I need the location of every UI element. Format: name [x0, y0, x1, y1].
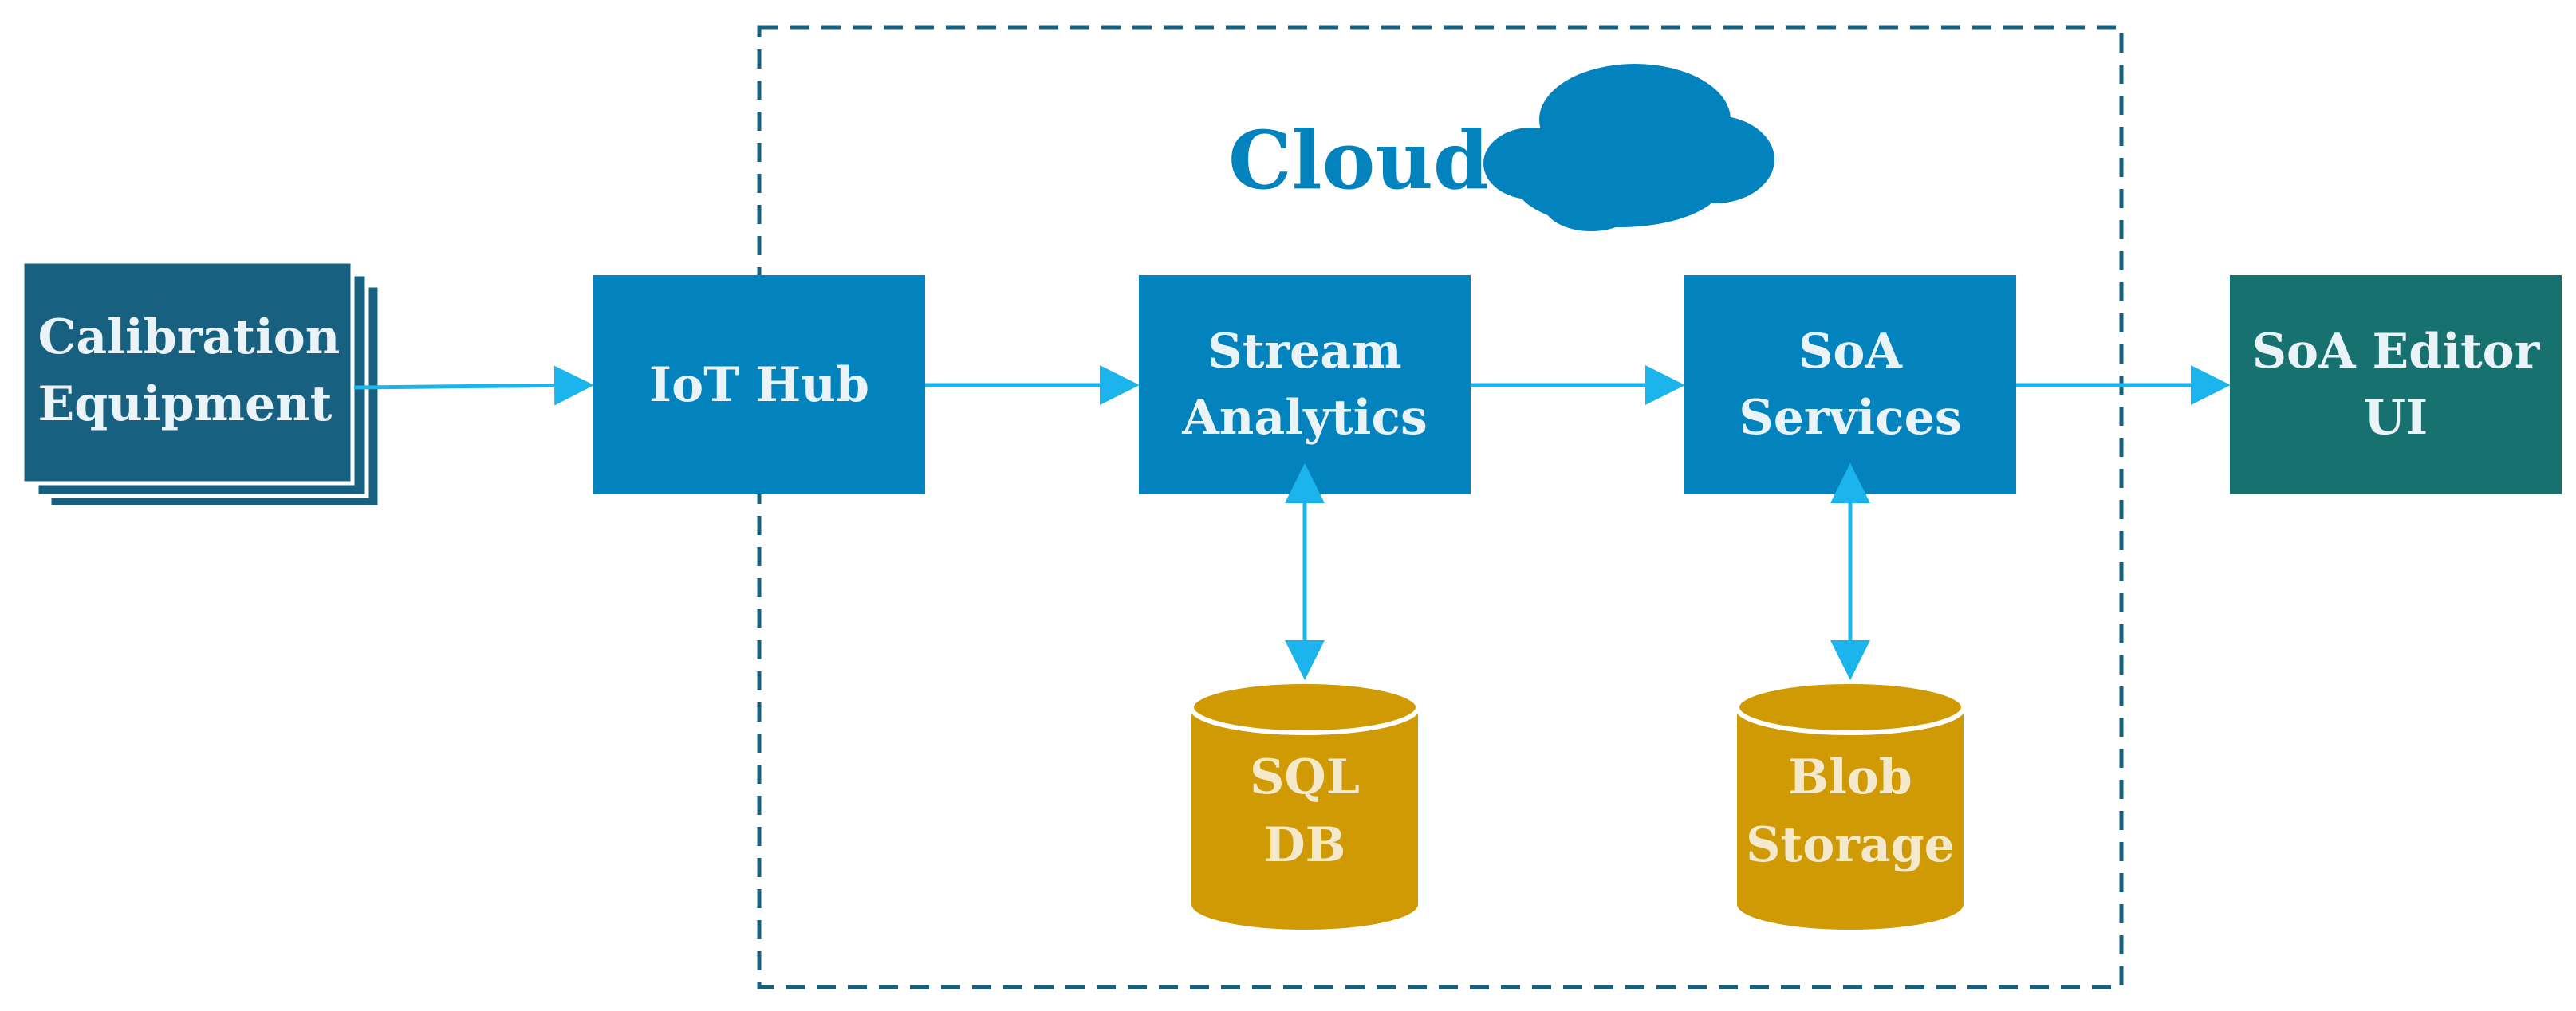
- iot-hub-node: IoT Hub: [593, 275, 925, 494]
- soa-services-label-line2: Services: [1739, 390, 1961, 446]
- stream-analytics-node: Stream Analytics: [1139, 275, 1471, 494]
- cloud-icon: [1483, 64, 1774, 231]
- sql-db-node: SQL DB: [1189, 679, 1420, 930]
- soa-services-node: SoA Services: [1684, 275, 2016, 494]
- cloud-boundary: [757, 25, 2124, 989]
- soa-editor-label-line2: UI: [2364, 390, 2428, 446]
- blob-storage-label-line2: Storage: [1746, 817, 1955, 873]
- sql-db-top: [1189, 679, 1420, 735]
- arrow-calibration-to-iot-hub: [353, 365, 594, 406]
- sql-db-body: [1191, 707, 1418, 930]
- soa-editor-label-line1: SoA Editor: [2252, 324, 2541, 380]
- blob-storage-label-line1: Blob: [1788, 749, 1912, 805]
- stream-analytics-label-line1: Stream: [1207, 324, 1401, 380]
- calibration-equipment-node: Calibration Equipment: [20, 259, 382, 509]
- stream-analytics-label-line2: Analytics: [1181, 390, 1428, 446]
- blob-storage-node: Blob Storage: [1735, 679, 1966, 930]
- soa-editor-ui-node: SoA Editor UI: [2230, 275, 2562, 494]
- iot-hub-label: IoT Hub: [649, 357, 869, 413]
- blob-storage-body: [1737, 707, 1964, 930]
- calibration-label-line1: Calibration: [38, 309, 341, 365]
- sql-db-label-line1: SQL: [1250, 749, 1360, 805]
- cloud-title: Cloud: [1228, 113, 1489, 207]
- calibration-label-line2: Equipment: [37, 376, 332, 432]
- calibration-card-front: [20, 259, 355, 486]
- blob-storage-top: [1735, 679, 1966, 735]
- sql-db-label-line2: DB: [1264, 817, 1346, 873]
- soa-services-label-line1: SoA: [1798, 324, 1903, 380]
